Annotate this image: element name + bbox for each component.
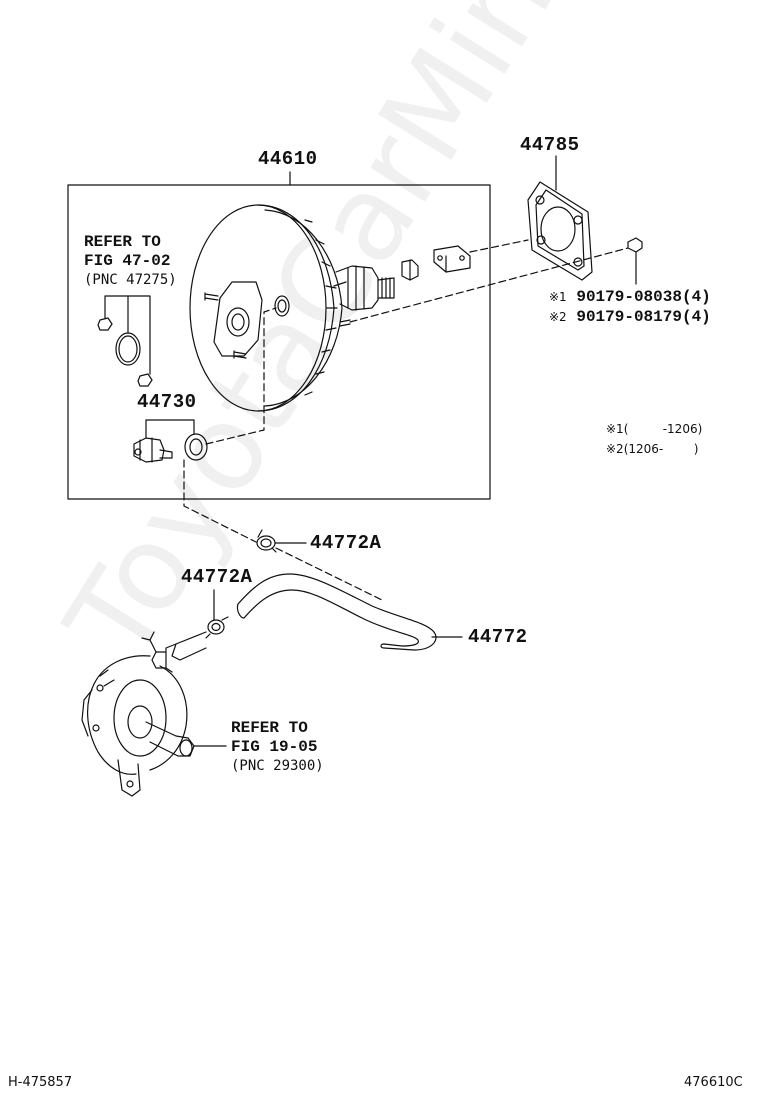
nut-drawing [401, 259, 419, 281]
vacuum-hose-drawing [236, 573, 437, 651]
label-44772A-upper[interactable]: 44772A [310, 532, 382, 554]
flange-nut-drawing [627, 237, 643, 253]
refer-bottom-line1: REFER TO [231, 719, 308, 737]
refer-bottom-line2[interactable]: FIG 19-05 [231, 738, 318, 756]
bolt-row-2[interactable]: ※2 90179-08179(4) [549, 308, 711, 325]
note-2-mark: ※2 [606, 442, 624, 456]
dashed-line-clevis [469, 239, 529, 253]
leader-44730 [145, 419, 195, 439]
brake-booster-drawing [189, 204, 395, 412]
gasket-drawing [527, 181, 593, 281]
note-1: ※1( -1206) [606, 423, 702, 435]
bolt-2-part: 90179-08179 [576, 308, 682, 326]
refer-top-line2[interactable]: FIG 47-02 [84, 252, 171, 270]
clamp-lower-drawing [205, 616, 229, 639]
dashed-line-hose [275, 547, 383, 601]
label-44785[interactable]: 44785 [520, 134, 580, 156]
label-44610[interactable]: 44610 [258, 148, 318, 170]
refer-top-line1: REFER TO [84, 233, 161, 251]
check-valve-drawing [133, 433, 208, 463]
booster-group-frame [67, 184, 491, 500]
vacuum-pump-drawing [81, 631, 207, 797]
bolt-1-qty: (4) [681, 288, 711, 306]
note-2-range: (1206- ) [623, 442, 699, 456]
footer-left-code: H-475857 [8, 1075, 73, 1090]
clamp-upper-drawing [256, 529, 277, 553]
label-44772[interactable]: 44772 [468, 626, 528, 648]
bolt-1-mark: ※1 [549, 290, 567, 304]
dashed-line-stud [349, 247, 629, 323]
bolt-row-1[interactable]: ※1 90179-08038(4) [549, 288, 711, 305]
dashed-line-clamp-upper [183, 459, 257, 543]
clevis-drawing [433, 245, 471, 273]
footer-right-code: 476610C [684, 1075, 743, 1090]
bolt-1-part: 90179-08038 [576, 288, 682, 306]
leader-refer-top [104, 295, 151, 375]
refer-top-line3: (PNC 47275) [84, 272, 177, 288]
label-44730[interactable]: 44730 [137, 391, 197, 413]
label-44772A-lower[interactable]: 44772A [181, 566, 253, 588]
note-2: ※2(1206- ) [606, 443, 698, 455]
bolt-2-mark: ※2 [549, 310, 567, 324]
refer-bottom-line3: (PNC 29300) [231, 758, 324, 774]
note-1-range: ( -1206) [623, 422, 703, 436]
o-ring-drawing [97, 317, 153, 387]
note-1-mark: ※1 [606, 422, 624, 436]
bolt-2-qty: (4) [681, 308, 711, 326]
